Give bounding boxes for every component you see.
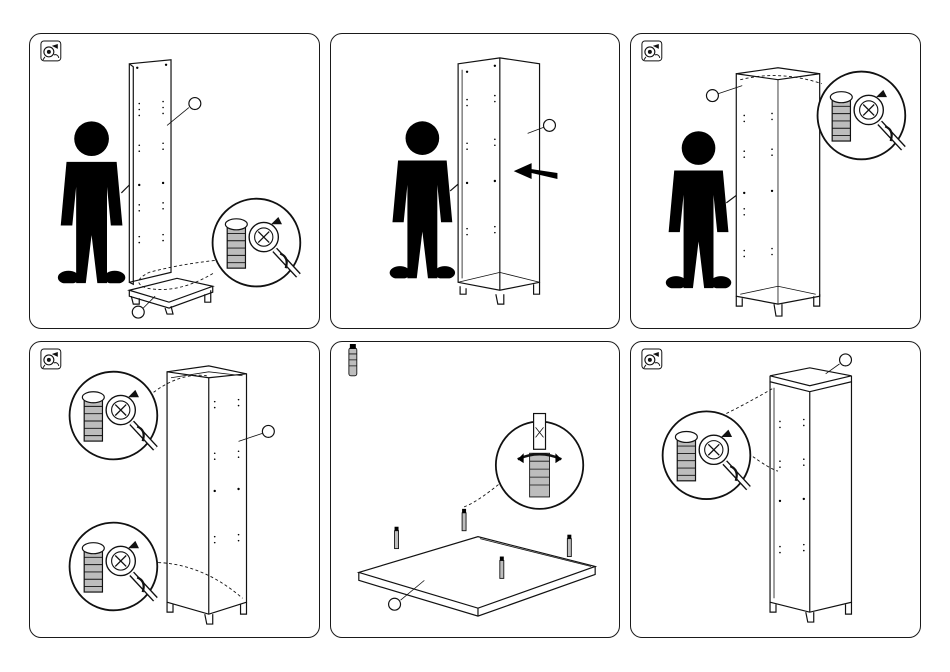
dowel-icon: [349, 344, 357, 376]
cabinet-carcass: [458, 58, 539, 304]
step-4-illustration: [30, 342, 319, 637]
person-figure: [666, 131, 731, 289]
part-callout-circle: [840, 354, 852, 366]
step-2-illustration: [331, 34, 619, 328]
person-figure: [58, 121, 125, 284]
step-1-illustration: [30, 34, 319, 328]
step-6-illustration: [631, 342, 920, 637]
part-callout-circle: [262, 425, 274, 437]
cam-lock-detail: [213, 199, 301, 287]
person-figure: [390, 121, 455, 279]
cabinet-carcass: [736, 68, 819, 316]
step-6-panel: [630, 341, 921, 638]
part-callout-circle: [132, 306, 144, 318]
part-callout-circle: [389, 598, 401, 610]
cam-lock-detail: [70, 372, 158, 460]
step-3-illustration: [631, 34, 920, 328]
cam-lock-detail: [663, 411, 751, 499]
step-3-panel: [630, 33, 921, 329]
step-4-panel: [29, 341, 320, 638]
cam-lock-icon: [41, 41, 61, 61]
cabinet-top-panel: [770, 368, 851, 392]
cabinet-side-panel: [129, 60, 171, 284]
cam-lock-icon: [41, 349, 61, 369]
part-callout-circle: [544, 119, 556, 131]
step-2-panel: [330, 33, 620, 329]
cam-lock-icon: [642, 41, 662, 61]
step-5-panel: [330, 341, 620, 638]
cam-lock-icon: [642, 349, 662, 369]
part-callout-circle: [706, 90, 718, 102]
cabinet-carcass: [770, 382, 851, 622]
part-callout-circle: [189, 98, 201, 110]
step-1-panel: [29, 33, 320, 329]
dowel-detail: [496, 414, 583, 509]
cam-lock-detail: [818, 72, 906, 160]
cam-lock-detail: [70, 523, 158, 611]
cabinet-carcass: [167, 366, 246, 624]
cabinet-base-panel: [129, 278, 212, 314]
step-5-illustration: [331, 342, 619, 637]
